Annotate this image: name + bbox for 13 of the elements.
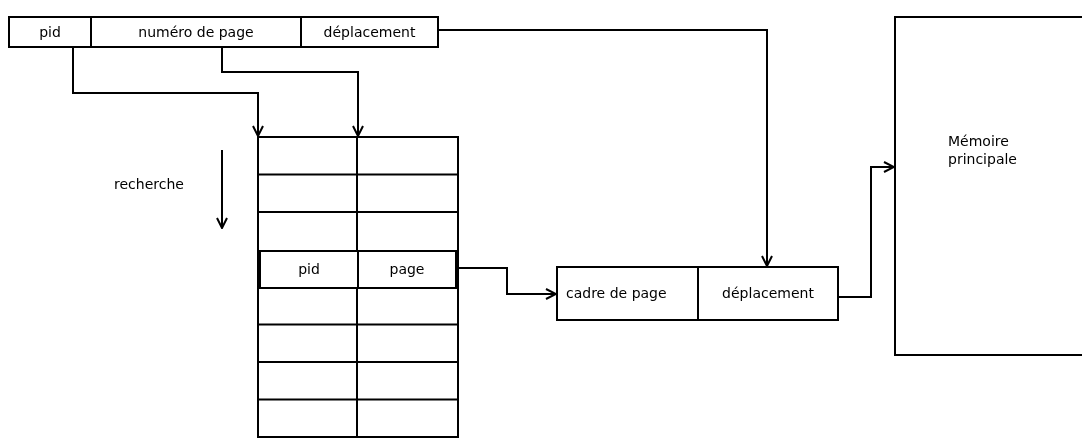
- arrow: [72, 47, 264, 137]
- arrow: [438, 29, 773, 267]
- address-field: déplacement: [300, 16, 439, 48]
- address-field: pid: [8, 16, 92, 48]
- address-field: numéro de page: [90, 16, 302, 48]
- arrow: [221, 47, 364, 137]
- table-cell: pid: [259, 250, 359, 289]
- address-field: déplacement: [697, 266, 839, 321]
- memory-block: Mémoire principale: [894, 16, 1082, 356]
- table-cell: page: [357, 250, 457, 289]
- note-text: recherche: [114, 176, 184, 192]
- address-field: cadre de page: [556, 266, 699, 321]
- arrow: [838, 161, 895, 298]
